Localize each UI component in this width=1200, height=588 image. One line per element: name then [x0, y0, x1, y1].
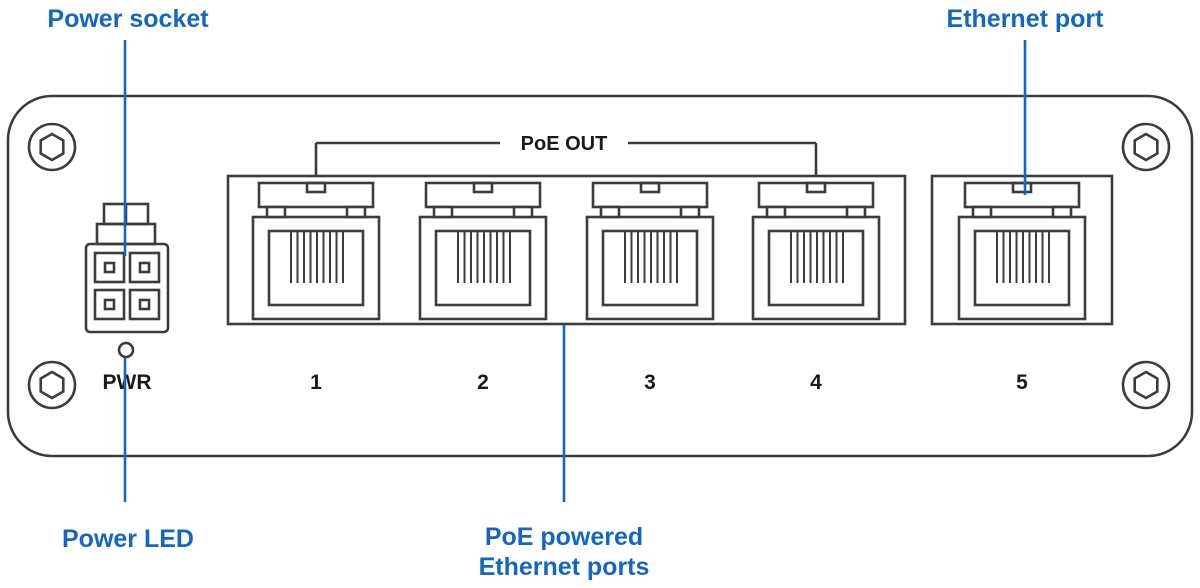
poe-ports-group-box — [226, 174, 907, 326]
ethernet-port-1 — [251, 181, 381, 321]
device-panel-outline — [6, 94, 1194, 458]
power-led — [117, 341, 135, 359]
port-number-3: 3 — [644, 371, 656, 394]
power-socket-body — [84, 242, 170, 334]
screw-icon-top-left — [27, 122, 77, 172]
ethernet-port-5 — [957, 181, 1087, 321]
poe-ports-label-line2: Ethernet ports — [479, 553, 650, 581]
poe-out-bracket: PoE OUT — [314, 133, 818, 177]
port-number-2: 2 — [477, 371, 489, 394]
screw-icon-bottom-left — [27, 360, 77, 410]
port-number-1: 1 — [310, 371, 322, 394]
power-socket — [84, 202, 170, 334]
ethernet-port-3 — [585, 181, 715, 321]
poe-out-label: PoE OUT — [521, 133, 608, 155]
port-number-4: 4 — [810, 371, 822, 394]
power-pin-2-contact — [138, 261, 151, 274]
ethernet-port-label: Ethernet port — [947, 5, 1105, 33]
ethernet-port-2 — [418, 181, 548, 321]
ethernet-port5-box — [930, 174, 1114, 326]
power-pin-1 — [93, 251, 126, 284]
screw-icon-top-right — [1121, 122, 1171, 172]
power-pin-2 — [128, 251, 161, 284]
power-pin-3 — [93, 288, 126, 321]
power-pin-1-contact — [103, 261, 116, 274]
power-pin-4 — [128, 288, 161, 321]
port-number-5: 5 — [1016, 371, 1028, 394]
screw-icon-bottom-right — [1121, 360, 1171, 410]
power-pin-3-contact — [103, 298, 116, 311]
ethernet-port-4 — [751, 181, 881, 321]
power-socket-label: Power socket — [47, 5, 209, 33]
power-pin-4-contact — [138, 298, 151, 311]
pwr-label: PWR — [103, 371, 152, 394]
power-led-label: Power LED — [62, 525, 194, 553]
poe-ports-label-line1: PoE powered — [485, 523, 643, 551]
